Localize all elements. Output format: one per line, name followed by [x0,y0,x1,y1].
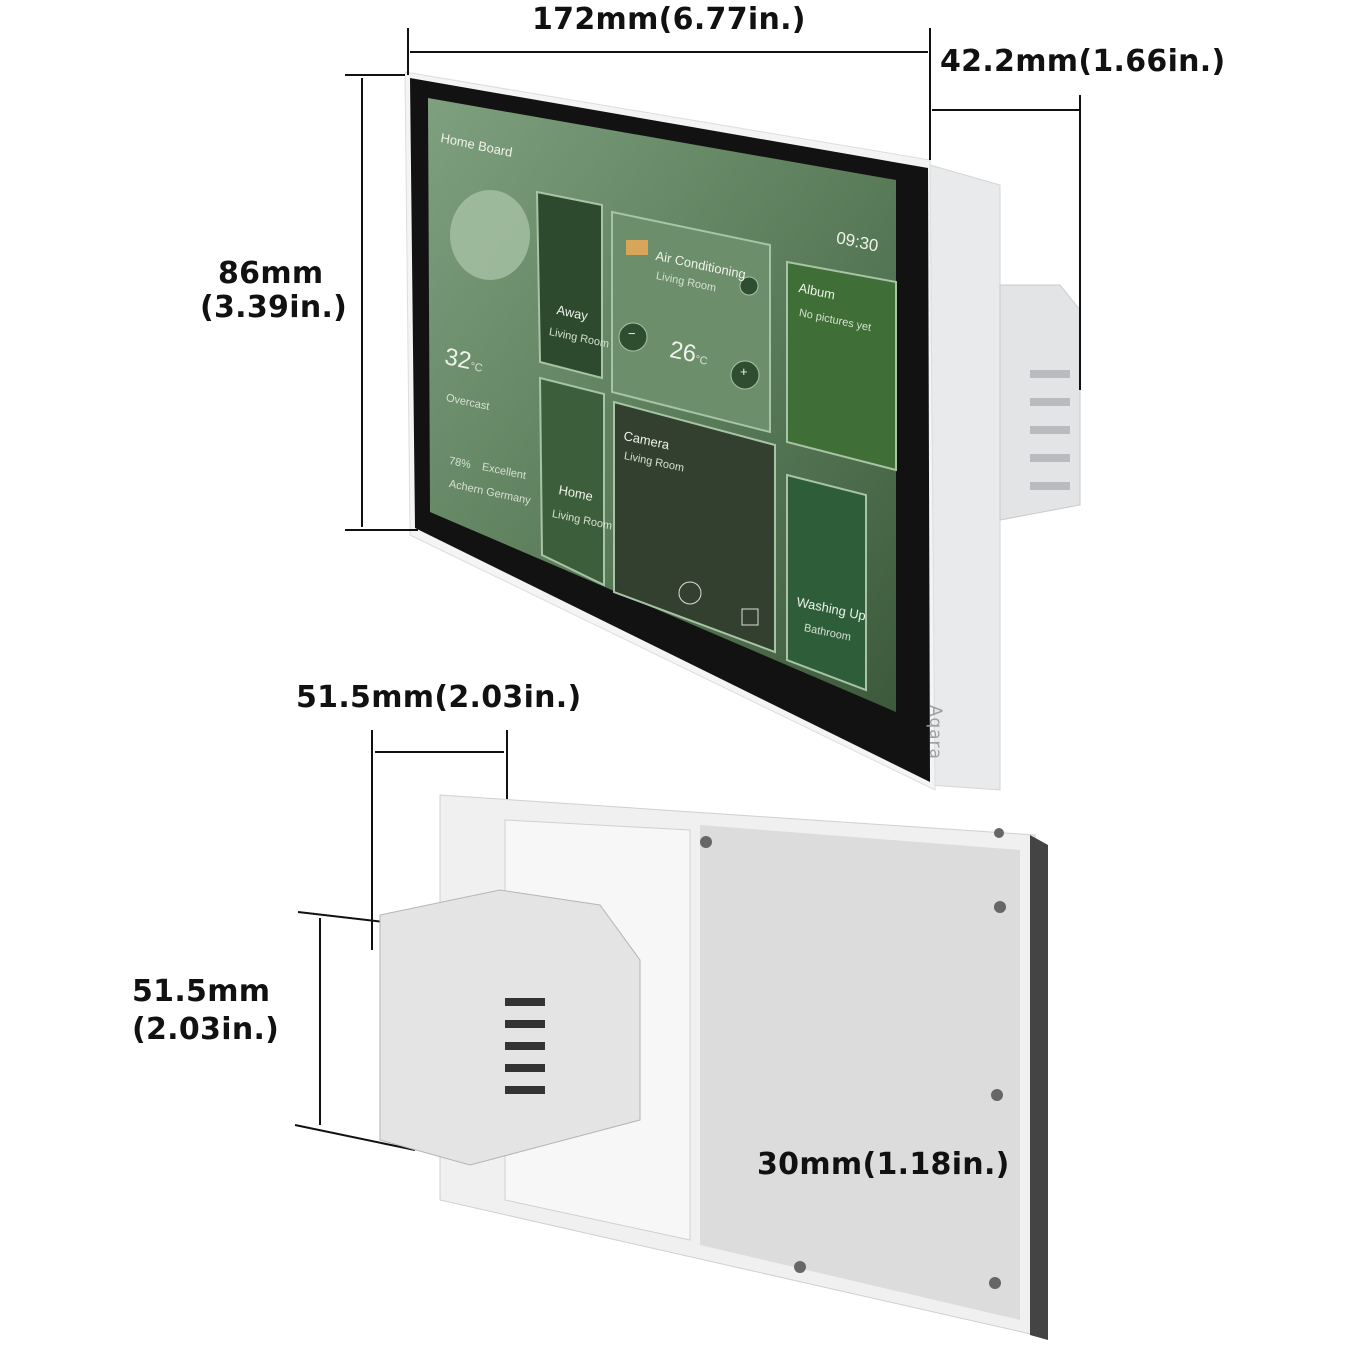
ac-plus-button [730,360,760,390]
back-heatsink [700,825,1020,1320]
card-album [786,260,897,472]
vent-slots [1030,370,1070,490]
height-dimension-in: (3.39in.) [200,290,348,325]
ac-unit-icon [626,240,648,255]
ac-minus-button [618,322,648,352]
card-away [535,190,603,380]
ac-power-icon [739,276,759,296]
module-height-mm: 51.5mm [132,974,271,1009]
brand-logo: Aqara [925,705,945,760]
fullscreen-icon [741,608,759,626]
module-depth-label: 30mm(1.18in.) [757,1147,1010,1182]
card-washing [786,473,867,692]
ac-minus-label[interactable]: − [628,326,636,341]
pause-icon [678,581,702,605]
module-height-in: (2.03in.) [132,1012,280,1047]
module-vents [505,998,545,1094]
ac-plus-label[interactable]: + [740,364,748,379]
back-plate-edge [1030,835,1048,1340]
card-home [538,376,605,587]
card-ac [611,210,771,434]
module-width-label: 51.5mm(2.03in.) [296,680,582,715]
width-dimension-label: 172mm(6.77in.) [532,2,806,37]
cloud-icon [450,190,530,280]
depth-dimension-label: 42.2mm(1.66in.) [940,44,1226,79]
card-camera [613,400,776,654]
screw-icons [700,828,1006,1289]
height-dimension-mm: 86mm [218,256,324,291]
device-side-frame [929,164,1001,791]
